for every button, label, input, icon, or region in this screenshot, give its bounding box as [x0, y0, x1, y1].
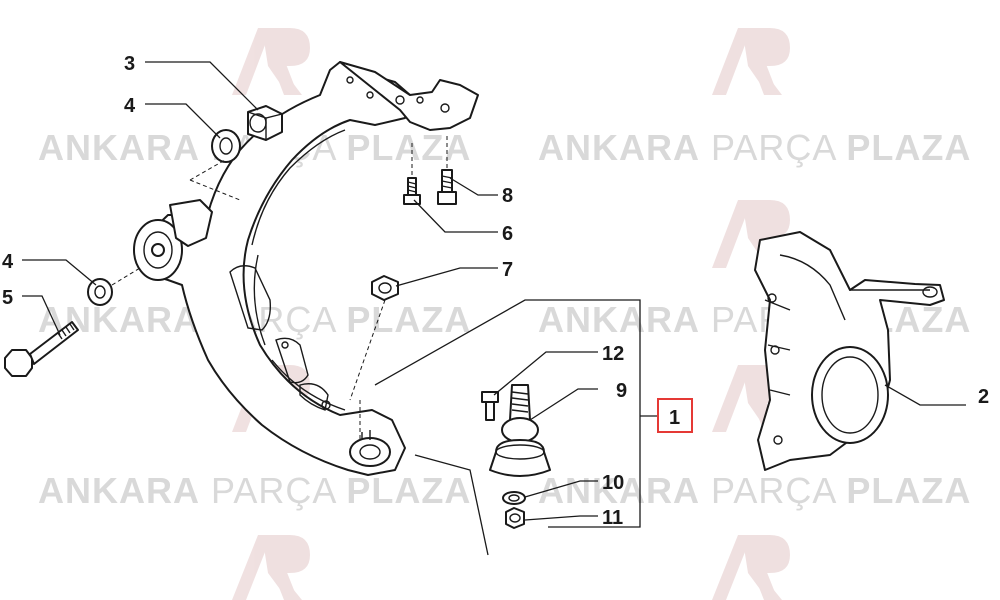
- callout-11: 11: [602, 507, 623, 529]
- bolt-12: [481, 391, 499, 421]
- group-bracket: [374, 299, 641, 528]
- callout-labels: 3 4 4 5 8 6 7 12 9 1 10 11 2: [2, 53, 989, 529]
- watermark-text: ANKARA PARÇA PLAZA: [538, 127, 971, 168]
- nut-11: [505, 507, 525, 529]
- callout-7: 7: [502, 259, 513, 281]
- callout-2: 2: [978, 386, 989, 408]
- watermark-logo: [712, 28, 790, 95]
- nut-3: [247, 105, 283, 141]
- watermark-text: ANKARA PARÇA PLAZA: [538, 470, 971, 511]
- watermark-logo: [712, 535, 790, 600]
- callout-8: 8: [502, 185, 513, 207]
- watermark-text: ANKARA PARÇA PLAZA: [38, 470, 471, 511]
- highlight-box: [657, 398, 693, 433]
- callout-4: 4: [124, 95, 136, 117]
- callout-3: 3: [124, 53, 135, 75]
- bolt-6: [403, 177, 421, 205]
- group-bracket: [414, 454, 489, 556]
- steering-knuckle-2: [754, 231, 945, 471]
- watermark-logo: [232, 28, 310, 95]
- bolt-5: [4, 321, 79, 377]
- callout-1: 1: [669, 407, 680, 429]
- callout-4: 4: [2, 251, 14, 273]
- watermark-text: ANKARA PARÇA PLAZA: [538, 299, 971, 340]
- leader-lines: [22, 61, 966, 521]
- callout-12: 12: [602, 343, 624, 365]
- callout-9: 9: [616, 380, 627, 402]
- control-arm: [133, 61, 479, 476]
- washer-guide-line: [111, 267, 141, 286]
- nut-7: [371, 275, 399, 301]
- washer-4b: [87, 278, 113, 306]
- ball-joint-9: [489, 384, 551, 477]
- bolt-8: [437, 169, 457, 205]
- washer-guide-line: [189, 159, 241, 201]
- watermark-logo: [232, 535, 310, 600]
- washer-10: [502, 491, 526, 505]
- watermark-layer: ANKARA PARÇA PLAZA ANKARA PARÇA PLAZA AN…: [38, 28, 971, 600]
- callout-5: 5: [2, 287, 13, 309]
- callout-10: 10: [602, 472, 624, 494]
- washer-4a: [211, 129, 241, 163]
- bolt-guide-line: [411, 135, 448, 175]
- callout-6: 6: [502, 223, 513, 245]
